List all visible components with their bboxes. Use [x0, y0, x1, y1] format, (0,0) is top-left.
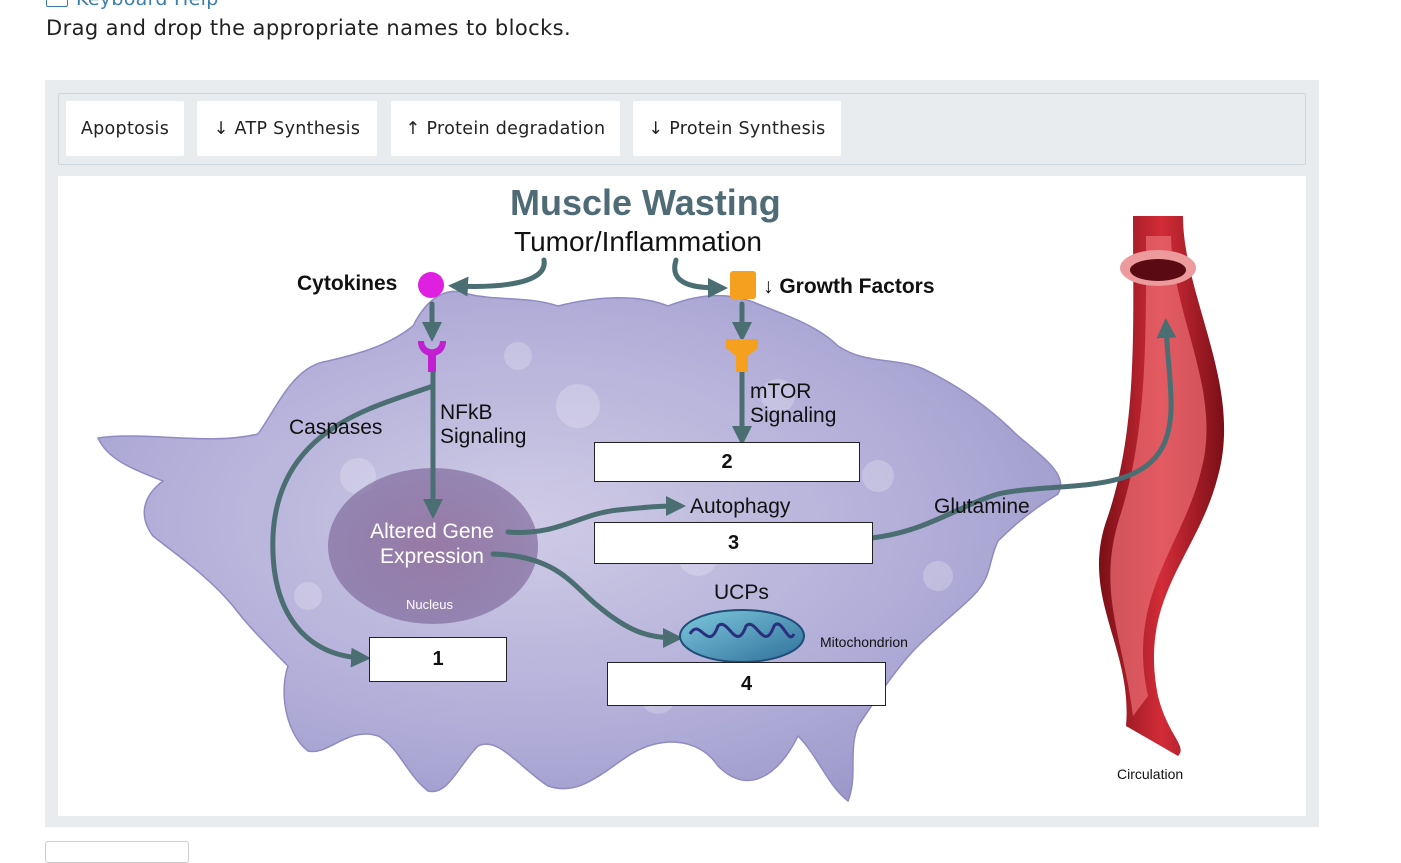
instruction-text: Drag and drop the appropriate names to b… [46, 16, 572, 40]
label-nfkb-signaling-line: Signaling [440, 425, 527, 448]
label-mtor: mTOR [750, 380, 812, 403]
growth-factor-molecule [730, 271, 756, 299]
drag-drop-panel: Apoptosis ↓ ATP Synthesis ↑ Protein degr… [45, 80, 1319, 827]
keyboard-help-label: Keyboard Help [76, 0, 219, 10]
label-expression: Expression [380, 545, 484, 568]
label-nfkb: NFkB [440, 401, 493, 424]
label-caspases: Caspases [289, 416, 383, 439]
keyboard-icon [46, 0, 68, 7]
label-glutamine: Glutamine [934, 495, 1030, 518]
figure-subtitle: Tumor/Inflammation [514, 226, 762, 257]
drop-target-3[interactable]: 3 [594, 522, 873, 564]
choice-protein-synthesis[interactable]: ↓ Protein Synthesis [633, 101, 841, 156]
choice-protein-degradation[interactable]: ↑ Protein degradation [391, 101, 620, 156]
submit-button[interactable] [45, 841, 189, 863]
choice-atp-synthesis[interactable]: ↓ ATP Synthesis [197, 101, 377, 156]
answer-bank: Apoptosis ↓ ATP Synthesis ↑ Protein degr… [58, 93, 1306, 165]
muscle-cell [96, 290, 1062, 803]
label-cytokines: Cytokines [297, 272, 398, 295]
label-mtor-signaling-line: Signaling [750, 404, 837, 427]
cytokine-molecule [418, 272, 444, 298]
label-circulation: Circulation [1117, 766, 1184, 782]
label-nucleus: Nucleus [406, 597, 453, 612]
nucleus [328, 468, 538, 624]
cytokine-receptor [418, 341, 446, 356]
label-altered-gene: Altered Gene [370, 520, 494, 543]
label-ucps: UCPs [714, 581, 769, 604]
drop-target-1[interactable]: 1 [369, 637, 507, 682]
label-autophagy: Autophagy [690, 495, 791, 518]
growth-factor-receptor [726, 339, 758, 372]
drop-target-4[interactable]: 4 [607, 662, 886, 706]
drop-target-2[interactable]: 2 [594, 442, 860, 482]
cell-texture [294, 342, 953, 714]
label-mitochondrion: Mitochondrion [820, 634, 908, 650]
choice-apoptosis[interactable]: Apoptosis [66, 101, 184, 156]
muscle-wasting-figure: Muscle Wasting Tumor/Inflammation Cytoki… [58, 176, 1306, 816]
label-growth-factors: ↓ Growth Factors [763, 275, 935, 298]
figure-title: Muscle Wasting [510, 182, 781, 223]
figure-illustration [96, 176, 1225, 803]
keyboard-help-link[interactable]: Keyboard Help [46, 0, 219, 10]
